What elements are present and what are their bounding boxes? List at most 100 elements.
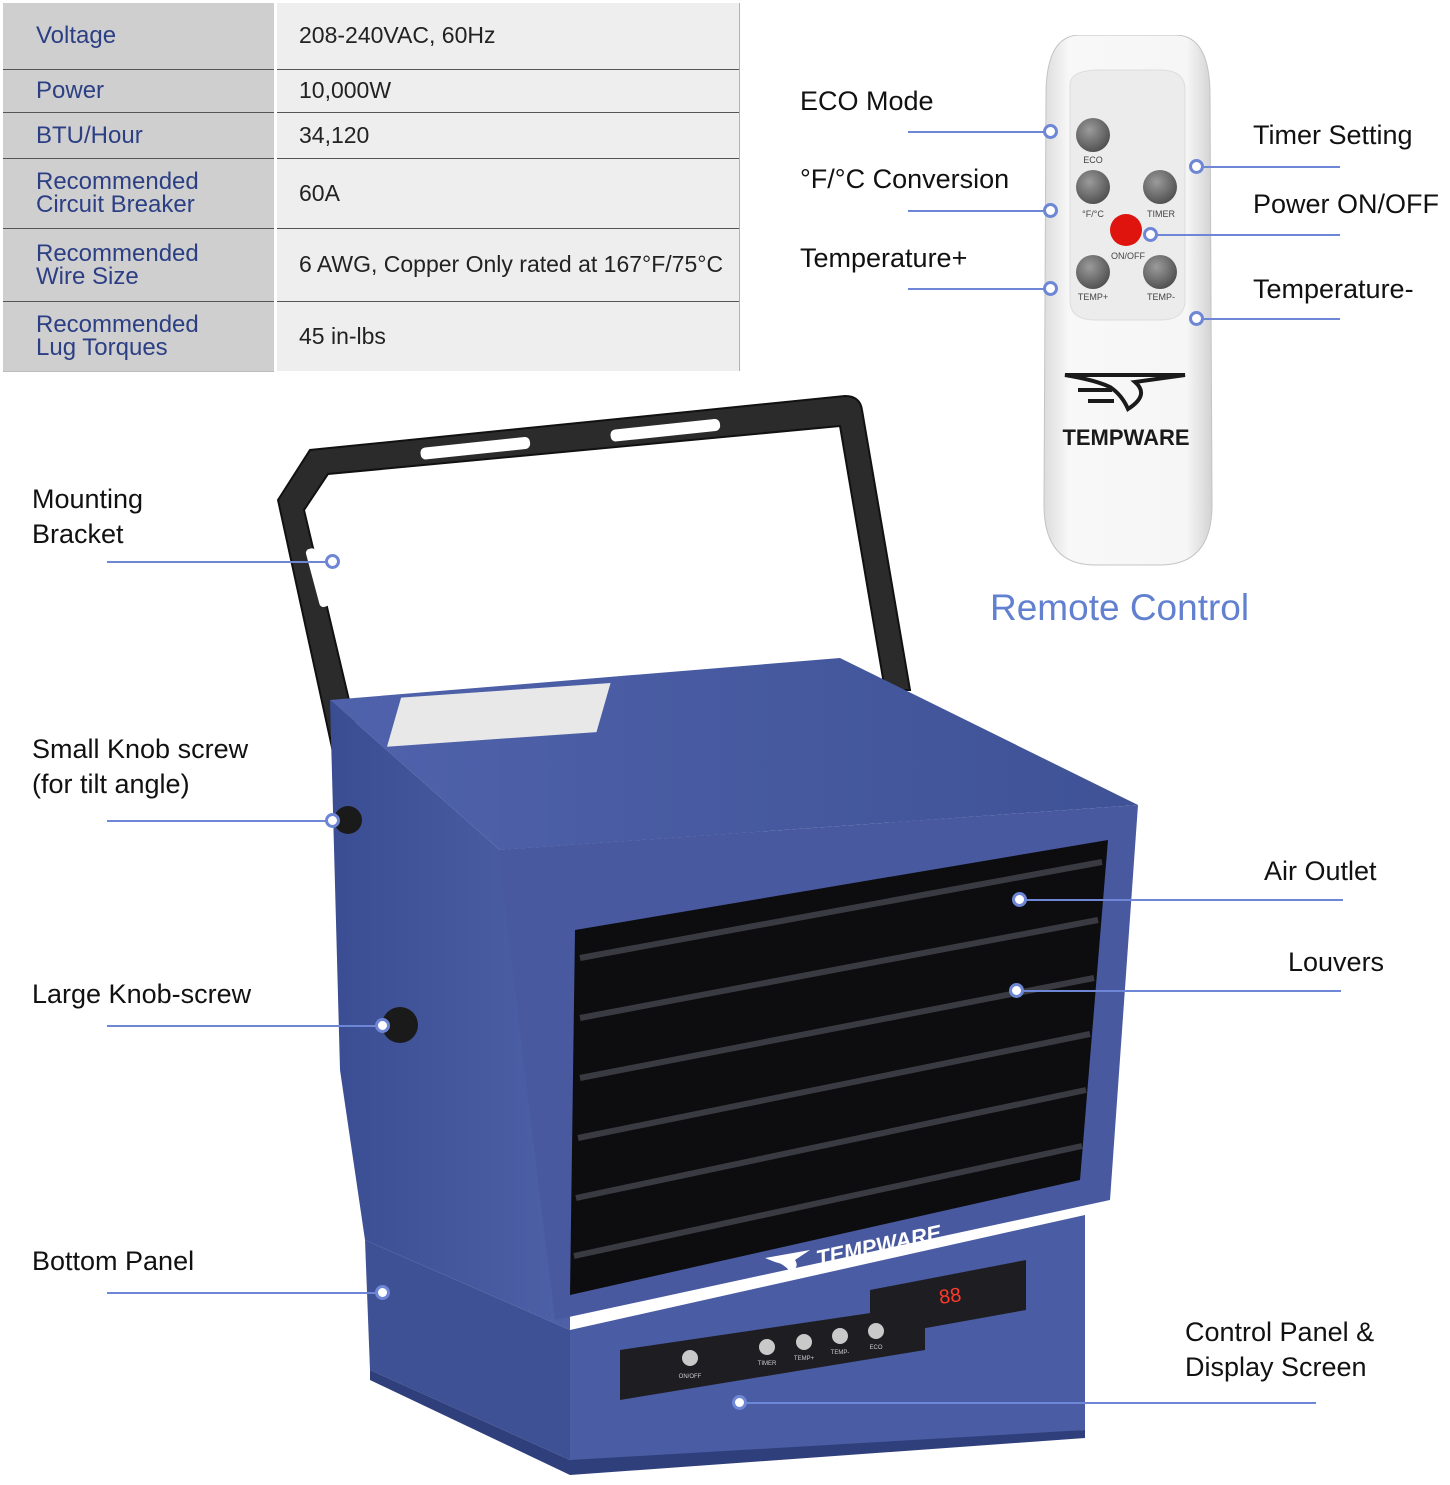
spec-value: 45 in-lbs xyxy=(275,300,740,371)
spec-key: Power xyxy=(3,68,277,112)
onoff-button-label: ON/OFF xyxy=(1111,251,1145,261)
fc-conversion-button[interactable] xyxy=(1076,170,1110,204)
panel-temp-plus-label: TEMP+ xyxy=(794,1356,815,1362)
control-panel-leader-line xyxy=(740,1402,1316,1404)
panel-timer-label: TIMER xyxy=(758,1361,777,1367)
power-onoff-leader-line xyxy=(1151,234,1340,236)
control-panel-label: Control Panel & Display Screen xyxy=(1185,1317,1375,1382)
conversion-leader-line xyxy=(908,210,1051,212)
air-outlet-leader-line xyxy=(1020,899,1343,901)
panel-onoff-label: ON/OFF xyxy=(679,1374,702,1380)
eco-mode-callout-dot xyxy=(1043,124,1058,139)
spec-row: BTU/Hour 34,120 xyxy=(3,111,740,158)
spec-value: 34,120 xyxy=(275,111,740,158)
spec-value: 60A xyxy=(275,157,740,228)
spec-key: BTU/Hour xyxy=(3,111,277,158)
heater-base xyxy=(370,1370,1085,1475)
air-outlet xyxy=(570,840,1108,1295)
louver xyxy=(579,975,1095,1081)
conversion-label: °F/°C Conversion xyxy=(800,164,1010,194)
louvers-callout-dot xyxy=(1009,983,1024,998)
louver xyxy=(573,1143,1083,1259)
bracket-slot xyxy=(420,436,531,460)
rating-label xyxy=(386,682,611,747)
temperature-minus-label: Temperature- xyxy=(1253,274,1414,304)
louver xyxy=(577,1031,1091,1141)
temp-plus-button[interactable] xyxy=(1076,255,1110,289)
conversion-callout-dot xyxy=(1043,203,1058,218)
temperature-minus-leader-line xyxy=(1197,318,1340,320)
bottom-panel-label: Bottom Panel xyxy=(32,1246,195,1276)
panel-eco-label: ECO xyxy=(869,1345,882,1351)
spec-value: 10,000W xyxy=(275,68,740,112)
heater-logo-icon xyxy=(765,1250,810,1272)
eco-mode-leader-line xyxy=(908,131,1051,133)
temp-plus-button-label: TEMP+ xyxy=(1078,292,1108,302)
small-knob-label: Small Knob screw (for tilt angle) xyxy=(32,734,249,799)
spec-value: 6 AWG, Copper Only rated at 167°F/75°C xyxy=(275,227,740,301)
remote-brand: TEMPWARE xyxy=(1062,425,1189,450)
panel-eco-button[interactable] xyxy=(868,1323,884,1339)
louver xyxy=(579,859,1103,961)
timer-setting-leader-line xyxy=(1197,166,1340,168)
mounting-bracket-callout-dot xyxy=(325,554,340,569)
air-outlet-label: Air Outlet xyxy=(1264,856,1377,886)
louvers-label: Louvers xyxy=(1288,947,1385,977)
louver xyxy=(575,1087,1087,1201)
timer-setting-label: Timer Setting xyxy=(1253,120,1413,150)
panel-timer-button[interactable] xyxy=(759,1339,775,1355)
temperature-plus-callout-dot xyxy=(1043,281,1058,296)
heater-left-side xyxy=(330,700,570,1330)
remote-control-illustration: ECO °F/°C TIMER ON/OFF TEMP+ TEMP- TEMPW… xyxy=(1043,35,1213,566)
spec-value: 208-240VAC, 60Hz xyxy=(275,3,740,69)
temp-minus-button[interactable] xyxy=(1143,255,1177,289)
large-knob-callout-dot xyxy=(375,1018,390,1033)
large-knob-screw xyxy=(382,1007,418,1043)
timer-setting-callout-dot xyxy=(1189,159,1204,174)
bottom-panel-leader-line xyxy=(107,1292,383,1294)
air-outlet-callout-dot xyxy=(1012,892,1027,907)
temp-minus-button-label: TEMP- xyxy=(1147,292,1175,302)
power-onoff-callout-dot xyxy=(1143,227,1158,242)
temperature-plus-leader-line xyxy=(908,288,1051,290)
power-onoff-label: Power ON/OFF xyxy=(1253,189,1440,219)
remote-control-title: Remote Control xyxy=(990,587,1250,628)
spec-table: Voltage 208-240VAC, 60Hz Power 10,000W B… xyxy=(3,3,740,372)
bottom-panel-callout-dot xyxy=(375,1285,390,1300)
mounting-bracket-label: Mounting Bracket xyxy=(32,484,144,549)
eco-mode-label: ECO Mode xyxy=(800,86,934,116)
tempware-logo-icon xyxy=(1064,373,1186,412)
bottom-panel xyxy=(365,1240,570,1460)
timer-button-label: TIMER xyxy=(1147,209,1175,219)
small-knob-screw xyxy=(334,806,362,834)
small-knob-leader-line xyxy=(107,820,333,822)
spec-row: Voltage 208-240VAC, 60Hz xyxy=(3,3,740,69)
power-button[interactable] xyxy=(1110,214,1142,246)
large-knob-leader-line xyxy=(107,1025,383,1027)
panel-power-button[interactable] xyxy=(682,1350,698,1366)
spec-key: Voltage xyxy=(3,3,277,69)
louvers xyxy=(573,859,1103,1259)
temperature-plus-label: Temperature+ xyxy=(800,243,968,273)
large-knob-label: Large Knob-screw xyxy=(32,979,252,1009)
bracket-slot xyxy=(610,418,721,442)
panel-temp-minus-label: TEMP- xyxy=(831,1350,850,1356)
timer-button[interactable] xyxy=(1143,170,1177,204)
panel-temp-minus-button[interactable] xyxy=(832,1328,848,1344)
small-knob-callout-dot xyxy=(325,813,340,828)
temperature-minus-callout-dot xyxy=(1189,311,1204,326)
display-screen: 88 xyxy=(938,1284,963,1309)
fc-button-label: °F/°C xyxy=(1082,209,1104,219)
bracket-slot xyxy=(822,440,852,519)
control-panel-callout-dot xyxy=(732,1395,747,1410)
eco-button[interactable] xyxy=(1076,118,1110,152)
panel-temp-plus-button[interactable] xyxy=(796,1334,812,1350)
louver xyxy=(579,917,1099,1021)
heater-illustration: TEMPWARE 88 ON/OFF TIMER TEMP+ TEMP- ECO xyxy=(276,394,1138,1475)
